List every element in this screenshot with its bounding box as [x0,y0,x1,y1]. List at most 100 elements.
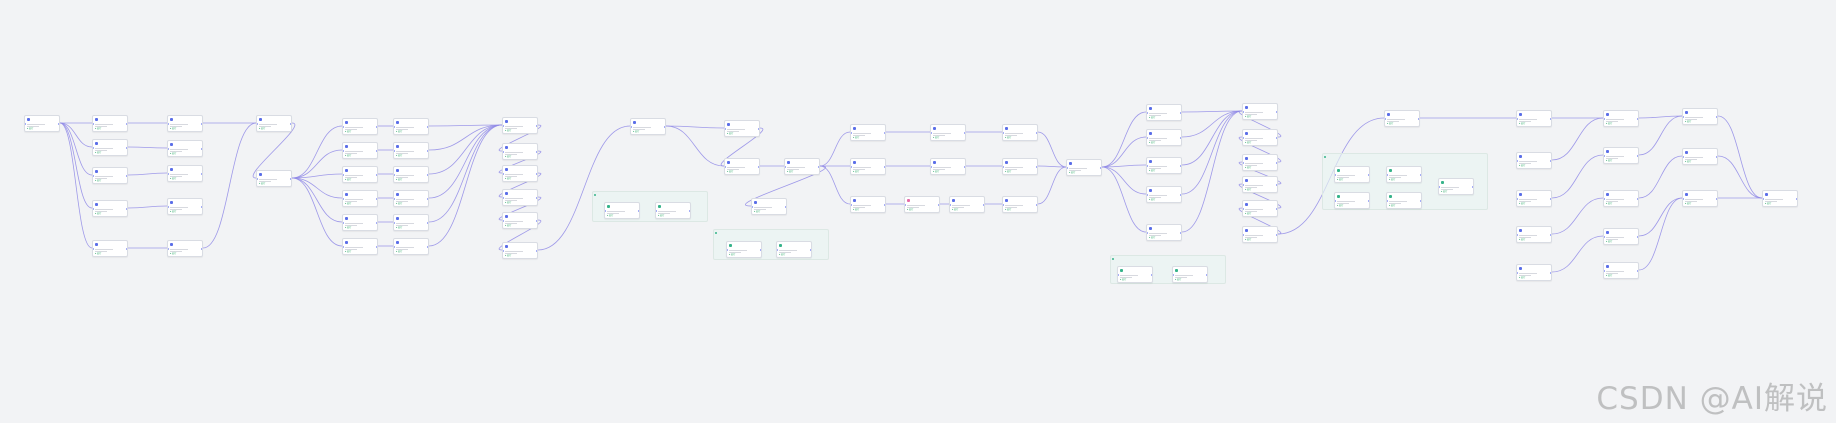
input-port[interactable] [1683,156,1684,158]
output-port[interactable] [1637,270,1638,272]
input-port[interactable] [394,174,395,176]
input-port[interactable] [1763,198,1764,200]
output-port[interactable] [427,126,428,128]
output-port[interactable] [1550,160,1551,162]
edge[interactable] [202,122,257,249]
workflow-node[interactable]: ● 运行 [1516,110,1552,127]
workflow-node[interactable]: ● 运行 [167,198,203,215]
edge[interactable] [428,124,503,127]
workflow-node[interactable]: ● 运行 [1384,110,1420,127]
input-port[interactable] [168,148,169,150]
output-port[interactable] [376,126,377,128]
workflow-node[interactable]: ● 运行 [167,240,203,257]
input-port[interactable] [343,222,344,224]
output-port[interactable] [1276,234,1277,236]
output-port[interactable] [201,123,202,125]
workflow-node[interactable]: ● 运行 [167,115,203,132]
workflow-node[interactable]: ● 运行 [776,241,812,258]
edge[interactable] [127,205,168,209]
output-port[interactable] [376,150,377,152]
edge[interactable] [59,122,93,176]
input-port[interactable] [1147,137,1148,139]
edge[interactable] [1181,110,1243,138]
input-port[interactable] [93,123,94,125]
edge[interactable] [1101,111,1147,168]
output-port[interactable] [201,248,202,250]
input-port[interactable] [1517,272,1518,274]
workflow-node[interactable]: ● 运行 [1603,190,1639,207]
workflow-node[interactable]: ● 运行 [751,198,787,215]
input-port[interactable] [1147,194,1148,196]
workflow-node[interactable]: ● 运行 [1242,200,1278,217]
input-port[interactable] [1067,167,1068,169]
input-port[interactable] [343,246,344,248]
edge[interactable] [1101,136,1147,168]
input-port[interactable] [752,206,753,208]
input-port[interactable] [851,204,852,206]
workflow-node[interactable]: ● 运行 [393,190,429,207]
input-port[interactable] [168,206,169,208]
input-port[interactable] [168,173,169,175]
input-port[interactable] [1604,118,1605,120]
output-port[interactable] [126,208,127,210]
output-port[interactable] [1180,112,1181,114]
output-port[interactable] [1550,234,1551,236]
input-port[interactable] [851,132,852,134]
edge[interactable] [291,125,343,179]
input-port[interactable] [1147,165,1148,167]
input-port[interactable] [93,175,94,177]
edge[interactable] [1037,166,1067,205]
output-port[interactable] [1637,236,1638,238]
input-port[interactable] [1243,162,1244,164]
edge[interactable] [1551,235,1604,273]
workflow-node[interactable]: ● 运行 [1066,159,1102,176]
output-port[interactable] [884,166,885,168]
workflow-node[interactable]: ● 运行 [1242,226,1278,243]
input-port[interactable] [1118,274,1119,276]
edge[interactable] [819,165,851,205]
output-port[interactable] [126,123,127,125]
input-port[interactable] [1604,236,1605,238]
input-port[interactable] [1604,270,1605,272]
input-port[interactable] [631,126,632,128]
edge[interactable] [1238,161,1282,185]
workflow-node[interactable]: ● 运行 [784,158,820,175]
input-port[interactable] [1003,132,1004,134]
input-port[interactable] [93,248,94,250]
input-port[interactable] [1604,155,1605,157]
edge[interactable] [1101,166,1147,233]
edge[interactable] [665,125,725,167]
output-port[interactable] [536,197,537,199]
input-port[interactable] [168,123,169,125]
output-port[interactable] [427,174,428,176]
output-port[interactable] [1276,208,1277,210]
edge[interactable] [1638,155,1683,199]
output-port[interactable] [376,198,377,200]
edge[interactable] [1181,110,1243,233]
output-port[interactable] [938,204,939,206]
edge[interactable] [252,122,296,179]
output-port[interactable] [290,123,291,125]
workflow-node[interactable]: ● 运行 [502,242,538,259]
workflow-node[interactable]: ● 运行 [342,238,378,255]
workflow-node[interactable]: ● 运行 [1002,196,1038,213]
workflow-node[interactable]: ● 运行 [167,140,203,157]
input-port[interactable] [343,174,344,176]
workflow-node[interactable]: ● 运行 [92,240,128,257]
workflow-node[interactable]: ● 运行 [342,190,378,207]
input-port[interactable] [931,132,932,134]
workflow-node[interactable]: ● 运行 [1334,166,1370,183]
output-port[interactable] [427,150,428,152]
output-port[interactable] [1550,198,1551,200]
output-port[interactable] [1276,162,1277,164]
input-port[interactable] [656,210,657,212]
output-port[interactable] [1420,174,1421,176]
edge[interactable] [498,219,542,251]
workflow-node[interactable]: ● 运行 [393,166,429,183]
input-port[interactable] [1683,116,1684,118]
input-port[interactable] [851,166,852,168]
output-port[interactable] [1420,200,1421,202]
workflow-node[interactable]: ● 运行 [92,115,128,132]
input-port[interactable] [503,197,504,199]
